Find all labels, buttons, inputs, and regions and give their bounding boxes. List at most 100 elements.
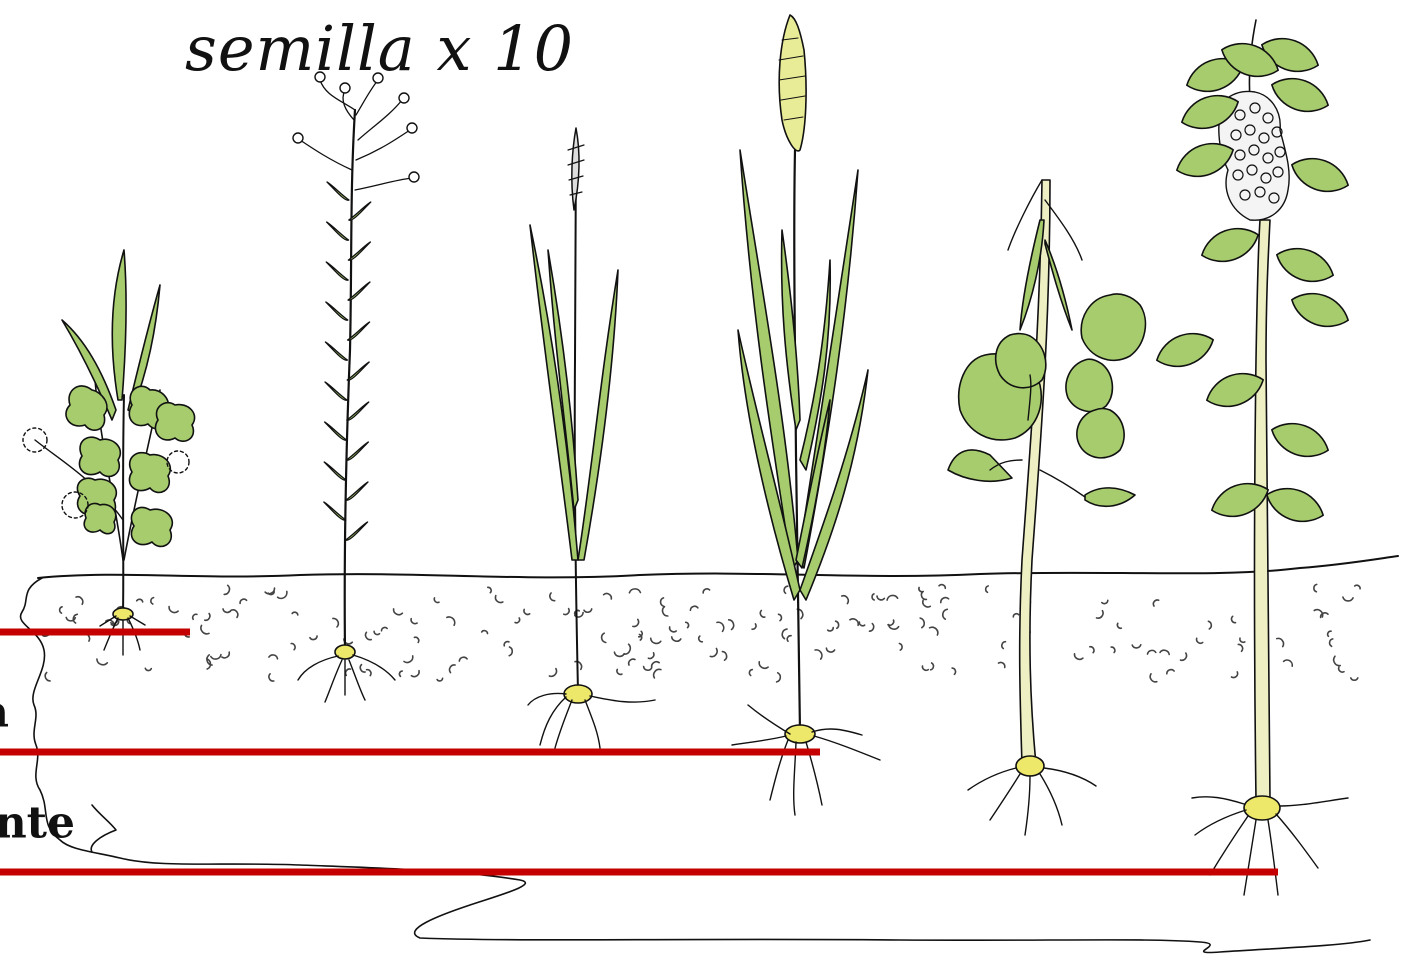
soil-speck <box>633 619 639 626</box>
soil-speck <box>482 631 488 634</box>
narrow-leaf <box>326 302 348 320</box>
soil-speck <box>759 662 768 668</box>
soil-speck <box>722 652 726 661</box>
round-leaf-icon <box>948 450 1012 481</box>
soil-speck <box>1097 611 1104 618</box>
soil-speck <box>850 619 858 625</box>
soil-speck <box>205 614 210 621</box>
narrow-leaf <box>347 402 369 420</box>
soil-speck <box>374 631 379 634</box>
soil-speck <box>986 586 989 592</box>
soil-speck <box>877 596 884 600</box>
narrow-leaf <box>324 462 346 480</box>
soil-speck <box>614 652 624 656</box>
soil-speck <box>1277 638 1284 646</box>
soil-speck <box>836 621 839 628</box>
broad-leaf <box>1197 221 1264 270</box>
soil-speck <box>459 657 467 661</box>
soil-speck <box>76 597 83 604</box>
soil-speck <box>923 600 930 607</box>
soil-speck <box>663 607 668 616</box>
soil-speck <box>1284 660 1293 666</box>
soil-speck <box>366 632 372 639</box>
flower-outline <box>167 451 189 473</box>
soil-speck <box>437 678 443 681</box>
soil-speck <box>549 669 556 677</box>
soil-speck <box>922 666 928 670</box>
soil-speck <box>1328 631 1331 636</box>
round-leaf-icon <box>1066 359 1112 411</box>
soil-specks <box>42 584 1360 682</box>
soil-speck <box>777 673 781 682</box>
soil-speck <box>169 607 178 613</box>
bracket-tick <box>91 805 116 852</box>
seed-icon <box>1016 756 1044 776</box>
soil-speck <box>367 670 371 676</box>
soil-speck <box>670 627 677 632</box>
soil-speck <box>710 649 717 657</box>
plant-grass-tall <box>732 15 880 815</box>
plant-flax <box>293 72 419 702</box>
soil-speck <box>1355 585 1360 589</box>
soil-speck <box>652 662 660 668</box>
soil-speck <box>779 614 782 620</box>
broad-leaf <box>1267 416 1334 465</box>
soil-speck <box>686 622 689 627</box>
soil-speck <box>1343 597 1353 601</box>
round-leaf-icon <box>1077 409 1124 458</box>
soil-speck <box>1090 647 1094 653</box>
soil-speck <box>1238 644 1242 651</box>
soil-speck <box>291 643 295 649</box>
soil-speck <box>524 609 530 614</box>
soil-speck <box>624 644 630 654</box>
soil-speck <box>269 674 274 681</box>
narrow-leaf <box>327 182 349 200</box>
soil-speck <box>749 670 752 676</box>
seed-icon <box>335 645 355 659</box>
soil-speck <box>269 655 278 659</box>
stem <box>123 395 124 612</box>
soil-speck <box>629 659 635 665</box>
plant-grass-small <box>528 128 655 748</box>
soil-speck <box>828 628 834 631</box>
soil-speck <box>584 609 592 612</box>
roots <box>732 705 880 815</box>
soil-speck <box>223 609 231 612</box>
soil-speck <box>648 653 653 659</box>
soil-speck <box>941 598 949 603</box>
round-leaf-icon <box>1081 294 1145 360</box>
soil-speck <box>842 596 848 604</box>
soil-speck <box>717 622 724 631</box>
depth-lines <box>0 632 1278 872</box>
soil-speck <box>644 667 652 671</box>
soil-speck <box>1111 647 1115 652</box>
broad-leaf <box>1272 241 1339 290</box>
soil-speck <box>752 624 756 629</box>
soil-speck <box>278 591 287 598</box>
narrow-leaf <box>346 442 368 460</box>
soil-speck <box>292 612 298 615</box>
soil-speck <box>859 622 864 626</box>
soil-speck <box>232 610 238 618</box>
soil-speck <box>1197 638 1203 643</box>
soil-speck <box>1334 656 1340 665</box>
soil-speck <box>222 652 229 658</box>
clover-leaf-icon <box>79 437 120 476</box>
roots <box>298 655 395 702</box>
soil-speck <box>899 644 902 651</box>
soil-speck <box>826 648 834 652</box>
soil-speck <box>1330 639 1333 646</box>
soil-speck <box>872 594 874 600</box>
soil-speck <box>870 624 874 632</box>
soil-speck <box>509 647 512 656</box>
stem <box>794 150 800 732</box>
soil-speck <box>1232 672 1238 678</box>
soil-speck <box>629 589 640 593</box>
soil-speck <box>919 588 923 592</box>
soil-speck <box>1102 600 1108 603</box>
soil-speck <box>930 627 938 635</box>
soil-speck <box>265 588 274 594</box>
soil-speck <box>887 595 898 600</box>
soil-speck <box>815 650 822 659</box>
